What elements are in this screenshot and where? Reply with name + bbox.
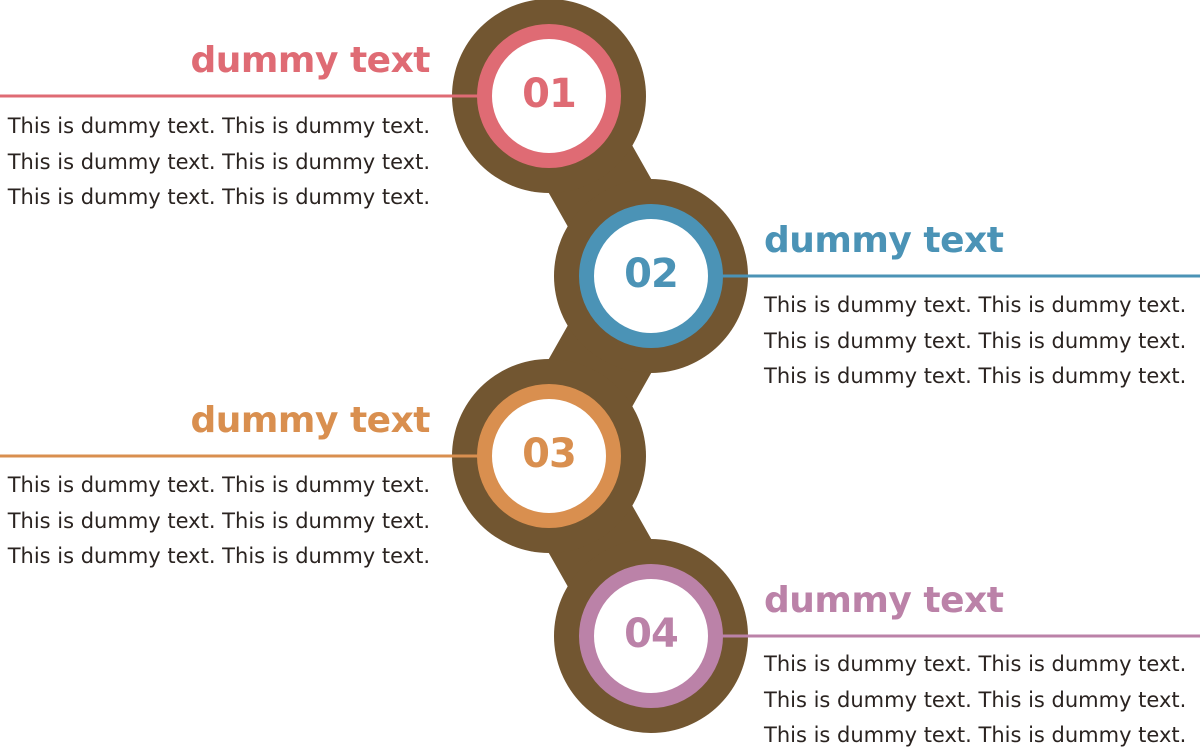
- step1-number: 01: [522, 71, 577, 117]
- step3-line-1: This is dummy text. This is dummy text.: [7, 473, 430, 497]
- step4-line-2: This is dummy text. This is dummy text.: [764, 687, 1187, 712]
- step1-title: dummy text: [190, 40, 431, 81]
- step4-line-1: This is dummy text. This is dummy text.: [764, 652, 1187, 676]
- step2-ring: [579, 204, 723, 348]
- step2-line-1: This is dummy text. This is dummy text.: [764, 293, 1187, 317]
- step3-title: dummy text: [190, 400, 431, 441]
- step2-line-3: This is dummy text. This is dummy text.: [764, 364, 1187, 388]
- step2-title: dummy text: [764, 220, 1004, 261]
- step3-line-2: This is dummy text. This is dummy text.: [7, 508, 430, 533]
- step1-ring: [477, 24, 621, 168]
- step2-body: This is dummy text. This is dummy text. …: [764, 288, 1186, 395]
- step4-number: 04: [624, 611, 679, 657]
- step2-number: 02: [624, 251, 679, 297]
- step2-line-2: This is dummy text. This is dummy text.: [764, 328, 1187, 353]
- step4-body: This is dummy text. This is dummy text. …: [764, 647, 1186, 754]
- step1-body: This is dummy text. This is dummy text. …: [8, 109, 430, 216]
- step4-title: dummy text: [764, 580, 1004, 621]
- step3-ring: [477, 384, 621, 528]
- step4-ring: [579, 564, 723, 708]
- step3-body: This is dummy text. This is dummy text. …: [8, 468, 430, 575]
- step3-number: 03: [522, 431, 577, 477]
- step4-line-3: This is dummy text. This is dummy text.: [764, 723, 1187, 747]
- step1-line-1: This is dummy text. This is dummy text.: [7, 114, 430, 138]
- step1-line-3: This is dummy text. This is dummy text.: [7, 185, 430, 209]
- step1-line-2: This is dummy text. This is dummy text.: [7, 149, 430, 174]
- step3-line-3: This is dummy text. This is dummy text.: [7, 544, 430, 568]
